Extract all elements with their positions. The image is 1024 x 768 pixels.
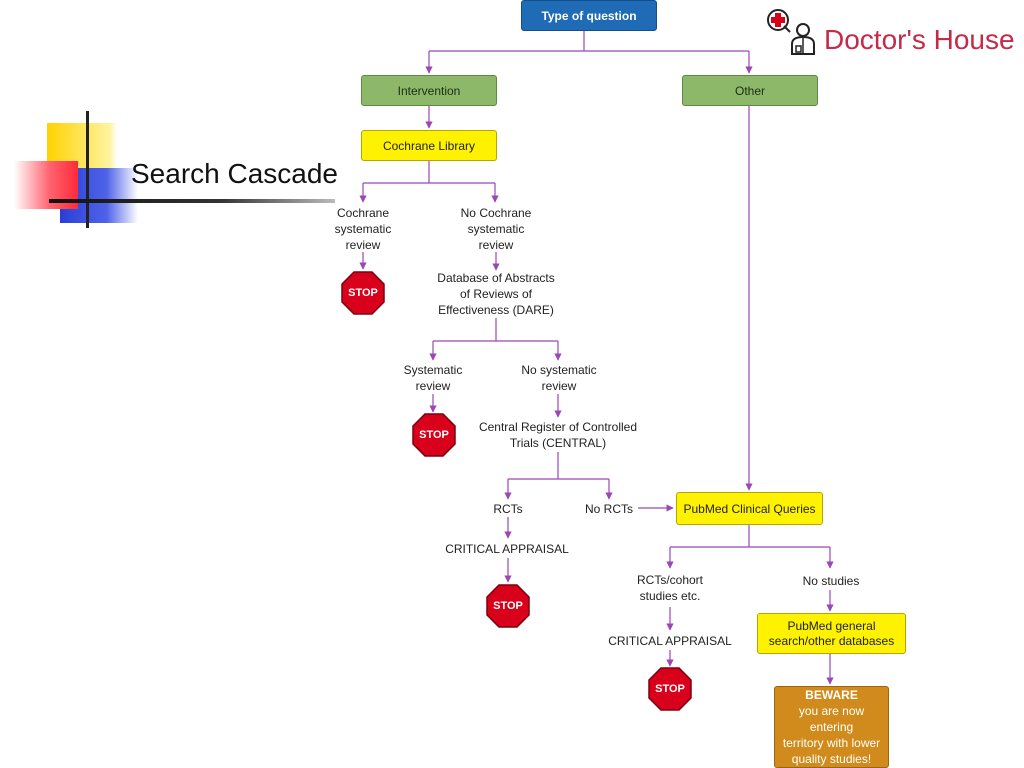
central-label: Central Register of Controlled Trials (C… — [478, 420, 638, 450]
systematic-review-label: Systematic review — [403, 363, 463, 393]
stop-label: STOP — [493, 600, 523, 612]
stop-sign-icon: STOP — [486, 584, 530, 628]
beware-text: you are now entering territory with lowe… — [782, 704, 881, 766]
stop-sign-icon: STOP — [412, 413, 456, 457]
stop-label: STOP — [348, 287, 378, 299]
critical-appraisal-label-2: CRITICAL APPRAISAL — [608, 634, 732, 648]
stop-label: STOP — [419, 429, 449, 441]
beware-title: BEWARE — [805, 688, 858, 702]
rcts-cohort-label: RCTs/cohort studies etc. — [636, 573, 704, 603]
no-cochrane-sr-label: No Cochrane systematic review — [460, 206, 532, 252]
horizontal-line-decoration — [49, 199, 335, 203]
dare-label: Database of Abstracts of Reviews of Effe… — [437, 271, 555, 317]
cochrane-library-box: Cochrane Library — [361, 130, 497, 161]
brand-name: Doctor's House — [824, 24, 1015, 55]
no-rcts-label: No RCTs — [584, 502, 633, 516]
rcts-label: RCTs — [493, 502, 523, 516]
cochrane-sr-label: Cochrane systematic review — [334, 206, 392, 252]
vertical-line-decoration — [86, 111, 89, 228]
stop-sign-icon: STOP — [341, 271, 385, 315]
critical-appraisal-label-1: CRITICAL APPRAISAL — [445, 542, 569, 556]
stop-label: STOP — [655, 683, 685, 695]
intervention-box: Intervention — [361, 75, 497, 106]
pubmed-clinical-queries-box: PubMed Clinical Queries — [676, 492, 823, 525]
doctor-logo-icon — [767, 9, 815, 55]
pubmed-general-label: PubMed general search/other databases — [768, 618, 895, 648]
no-studies-label: No studies — [802, 574, 860, 588]
type-of-question-box: Type of question — [521, 0, 657, 31]
beware-box: BEWARE you are now entering territory wi… — [774, 686, 889, 768]
pubmed-general-box: PubMed general search/other databases — [757, 613, 906, 654]
other-box: Other — [682, 75, 818, 106]
no-systematic-review-label: No systematic review — [521, 363, 597, 393]
slide-title: Search Cascade — [131, 158, 339, 189]
stop-sign-icon: STOP — [648, 667, 692, 711]
